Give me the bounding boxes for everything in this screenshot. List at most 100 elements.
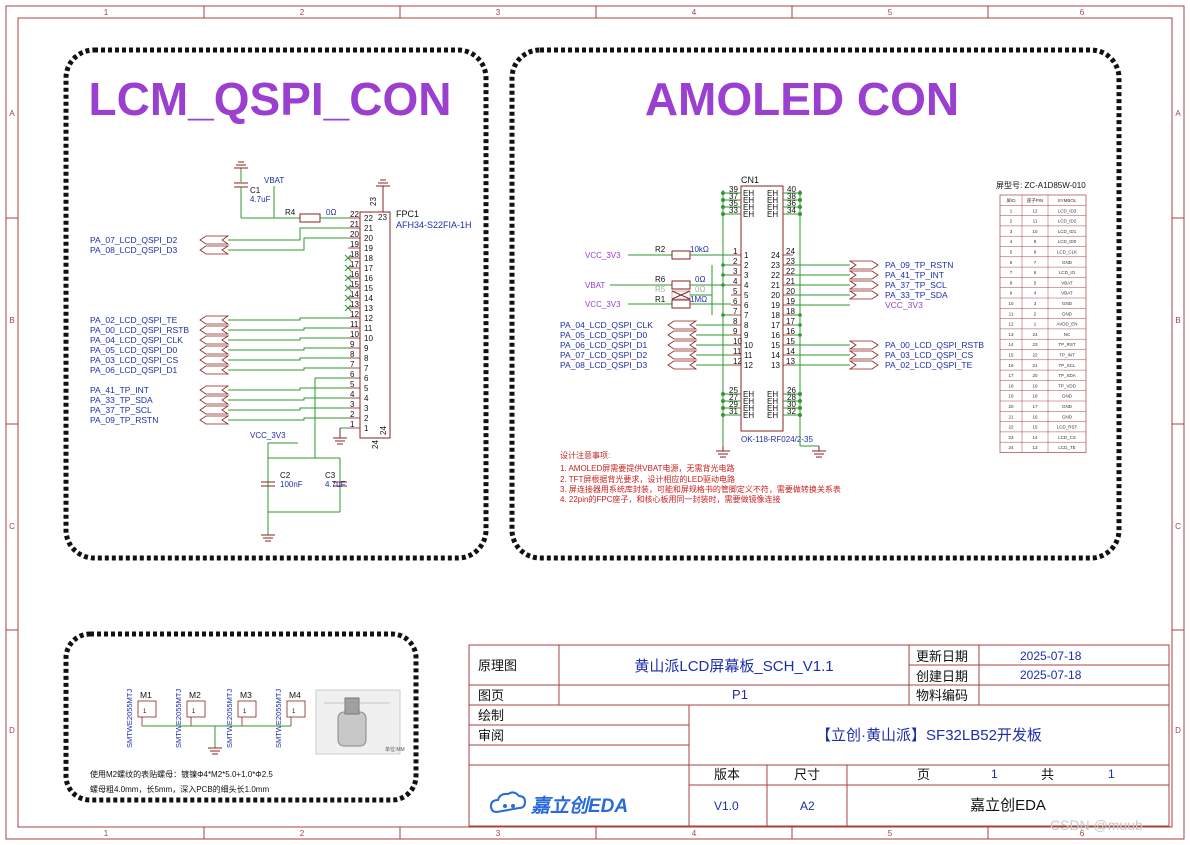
table-cell: LCD_CS — [1058, 435, 1076, 440]
row-label: D — [9, 726, 15, 735]
cn1-pin-number: 20 — [771, 291, 780, 300]
table-cell: 4 — [1010, 239, 1013, 244]
c1-ref: C1 — [250, 186, 261, 195]
ground-symbol — [208, 747, 222, 755]
amoled-net-labels: PA_04_LCD_QSPI_CLKPA_05_LCD_QSPI_D0PA_06… — [560, 260, 984, 370]
table-cell: TP_SDA — [1058, 373, 1076, 378]
nut-symbol — [237, 700, 257, 718]
net-flag-icon — [848, 360, 879, 370]
table-cell: LCD_IO — [1059, 270, 1076, 275]
col-label: 2 — [300, 8, 305, 17]
table-cell: GND — [1062, 260, 1073, 265]
net-flag-icon — [199, 415, 230, 425]
table-cell: 23 — [1032, 342, 1038, 347]
cn1-pin-number: 8 — [733, 317, 738, 326]
col-label: 3 — [496, 829, 501, 838]
pinmap-table-title: 屏型号: ZC-A1D85W-010 — [996, 181, 1086, 190]
cn1-pin-number: 17 — [771, 321, 780, 330]
fpc-pin-number: 21 — [350, 220, 359, 229]
fpc-pin-number: 4 — [350, 390, 355, 399]
net-label: PA_00_LCD_QSPI_RSTB — [885, 340, 984, 350]
eh-pin-number: 32 — [787, 407, 796, 416]
net-label: PA_05_LCD_QSPI_D0 — [560, 330, 648, 340]
eh-pin-number: 27 — [729, 393, 738, 402]
nut-pin: 1 — [143, 709, 147, 715]
eh-label: EH — [767, 411, 778, 420]
net-label: PA_03_LCD_QSPI_CS — [90, 355, 179, 365]
ground-symbol — [261, 534, 275, 542]
table-cell: 9 — [1034, 239, 1037, 244]
row-label: B — [9, 316, 14, 325]
cn1-pin-number: 8 — [744, 321, 749, 330]
net-label: PA_33_TP_SDA — [90, 395, 153, 405]
ground-symbol — [376, 179, 390, 187]
ground-symbol — [234, 161, 248, 169]
cn1-pin-number: 20 — [786, 287, 795, 296]
net-label: PA_04_LCD_QSPI_CLK — [90, 335, 183, 345]
cn1-pin-number: 18 — [771, 311, 780, 320]
tb-create-date: 2025-07-18 — [1020, 668, 1082, 682]
fpc-pin-number: 16 — [350, 270, 359, 279]
table-cell: LCD_TE — [1058, 445, 1075, 450]
cn1-pin-number: 11 — [733, 347, 742, 356]
fpc-pin-number: 6 — [350, 370, 355, 379]
nut-part: SMTWE2055MTJ — [125, 689, 134, 748]
fpc-pin-number: 18 — [364, 254, 373, 263]
table-cell: 2 — [1010, 219, 1013, 224]
net-label: PA_41_TP_INT — [90, 385, 149, 395]
nut-symbol — [137, 700, 157, 718]
col-label: 5 — [888, 829, 893, 838]
nut-ref: M3 — [240, 690, 252, 700]
junction-dot — [798, 406, 802, 410]
cn1-pin-number: 24 — [771, 251, 780, 260]
table-cell: 5 — [1010, 250, 1013, 255]
net-flag-icon — [667, 360, 698, 370]
no-connect-icon — [344, 264, 352, 272]
vcc-label: VCC_3V3 — [250, 431, 286, 440]
cn1-pin-number: 5 — [744, 291, 749, 300]
wire — [228, 367, 348, 371]
tb-label-total: 共 — [1041, 767, 1054, 782]
fpc-pin-number: 1 — [350, 420, 355, 429]
tb-label-review: 审阅 — [478, 728, 504, 743]
tb-label-version: 版本 — [714, 767, 740, 782]
wire — [228, 347, 348, 351]
table-cell: 19 — [1008, 394, 1014, 399]
cn1-pin-number: 17 — [786, 317, 795, 326]
net-label: PA_37_TP_SCL — [90, 405, 152, 415]
cn1-pin-number: 10 — [744, 341, 753, 350]
fpc-pin-number: 11 — [350, 320, 359, 329]
net-flag-icon — [848, 350, 879, 360]
net-flag-icon — [848, 290, 879, 300]
table-cell: 20 — [1032, 373, 1038, 378]
table-cell: VBAT — [1061, 291, 1073, 296]
junction-dot — [721, 283, 725, 287]
net-flag-icon — [667, 330, 698, 340]
tb-sheet-name: 黄山派LCD屏幕板_SCH_V1.1 — [634, 657, 833, 675]
table-header: SYMBOL — [1058, 198, 1077, 203]
table-cell: 3 — [1034, 301, 1037, 306]
net-flag-icon — [848, 340, 879, 350]
cn1-pin-number: 21 — [771, 281, 780, 290]
table-cell: GND — [1062, 311, 1073, 316]
col-label: 1 — [104, 829, 109, 838]
fpc-pin-number: 14 — [364, 294, 373, 303]
table-cell: 22 — [1008, 425, 1014, 430]
table-header: 座子PIN — [1027, 197, 1044, 204]
table-cell: 12 — [1032, 208, 1038, 213]
table-cell: 10 — [1008, 301, 1014, 306]
fpc-pin-24: 24 — [371, 440, 380, 449]
table-cell: 15 — [1032, 425, 1038, 430]
mech-note-2: 螺母粗4.0mm，长5mm，深入PCB的细头长1.0mm — [90, 784, 269, 794]
fpc-pin-number: 12 — [364, 314, 373, 323]
net-label: PA_05_LCD_QSPI_D0 — [90, 345, 178, 355]
junction-dot — [798, 198, 802, 202]
table-cell: GND — [1062, 404, 1073, 409]
fpc1-part: AFH34-S22FIA-1H — [396, 220, 472, 230]
net-flag-icon — [199, 335, 230, 345]
fpc-pin-number: 20 — [364, 234, 373, 243]
fpc-pin-number: 17 — [350, 260, 359, 269]
table-cell: 1 — [1034, 322, 1037, 327]
tb-label-create: 创建日期 — [916, 669, 968, 684]
